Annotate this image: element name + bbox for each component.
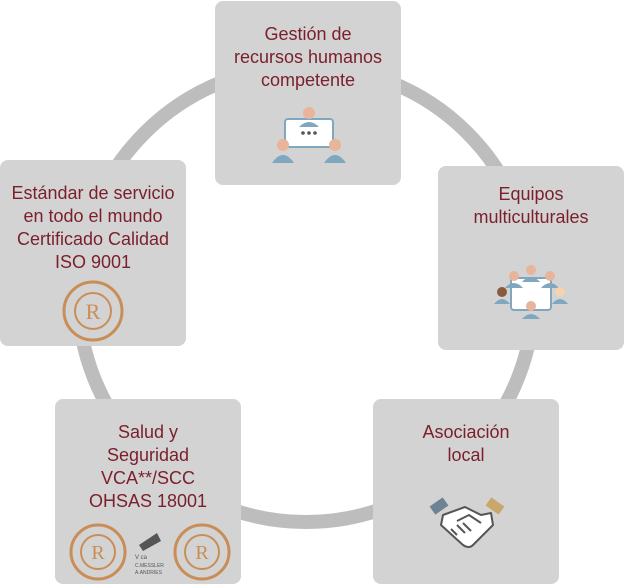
lloyds-seal-icon: R xyxy=(69,523,127,581)
card-health-safety: Salud y Seguridad VCA**/SCC OHSAS 18001 … xyxy=(55,399,241,584)
card-iso-standard-label: Estándar de servicio en todo el mundo Ce… xyxy=(11,183,175,272)
svg-text:R: R xyxy=(91,542,105,564)
vca-badge-icon: V ca C.MESSLER A.ANDRIES xyxy=(135,533,164,576)
multicultural-network-icon xyxy=(494,265,568,319)
card-local-association-label: Asociación local xyxy=(422,422,510,465)
team-meeting-icon xyxy=(272,107,346,163)
certification-seals-icon: R V ca C.MESSLER A.ANDRIES R xyxy=(69,523,231,583)
iso-seal-icon: R xyxy=(62,280,124,342)
card-multicultural-teams: Equipos multiculturales xyxy=(438,166,624,350)
svg-text:V ca: V ca xyxy=(135,555,148,561)
svg-text:R: R xyxy=(86,299,101,324)
card-hr-management: Gestión de recursos humanos competente xyxy=(215,1,401,185)
svg-text:C.MESSLER: C.MESSLER xyxy=(135,563,164,569)
card-multicultural-teams-label: Equipos multiculturales xyxy=(473,184,589,227)
lloyds-seal-icon: R xyxy=(173,523,231,581)
card-hr-management-label: Gestión de recursos humanos competente xyxy=(233,24,383,90)
svg-text:A.ANDRIES: A.ANDRIES xyxy=(135,570,163,576)
card-iso-standard: Estándar de servicio en todo el mundo Ce… xyxy=(0,160,186,346)
handshake-icon xyxy=(429,497,505,548)
svg-text:R: R xyxy=(195,542,209,564)
card-health-safety-label: Salud y Seguridad VCA**/SCC OHSAS 18001 xyxy=(88,422,208,511)
card-local-association: Asociación local xyxy=(373,399,559,584)
